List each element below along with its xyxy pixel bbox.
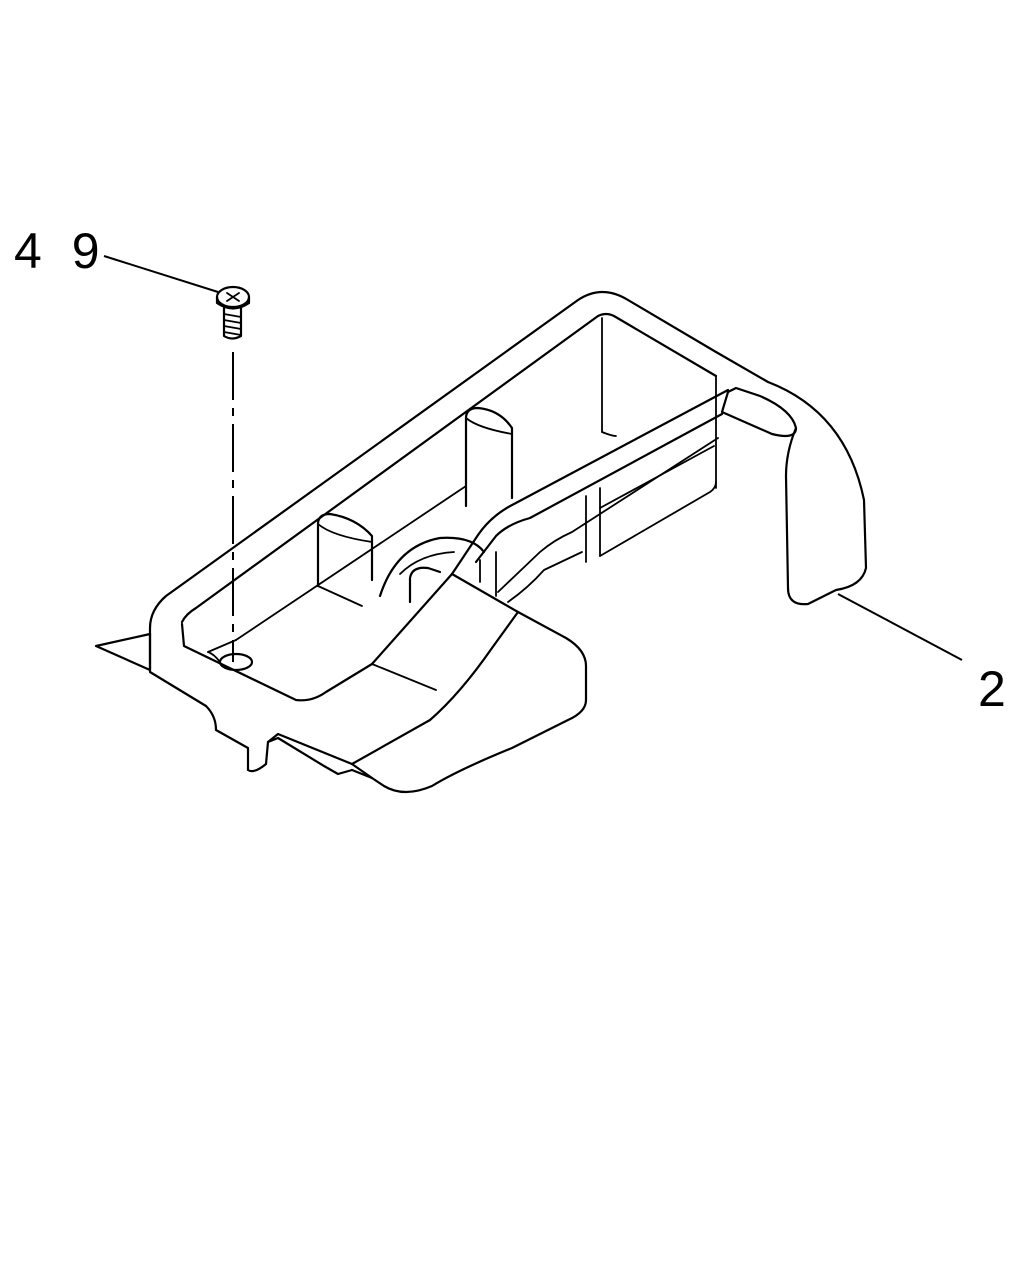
leader-line-cover (837, 593, 963, 661)
cover-part (94, 290, 868, 794)
callout-label-screw: 4 9 (14, 223, 108, 279)
callout-label-cover: 2 (978, 661, 1014, 717)
screw-part (215, 285, 251, 340)
leader-line-screw (103, 255, 219, 293)
